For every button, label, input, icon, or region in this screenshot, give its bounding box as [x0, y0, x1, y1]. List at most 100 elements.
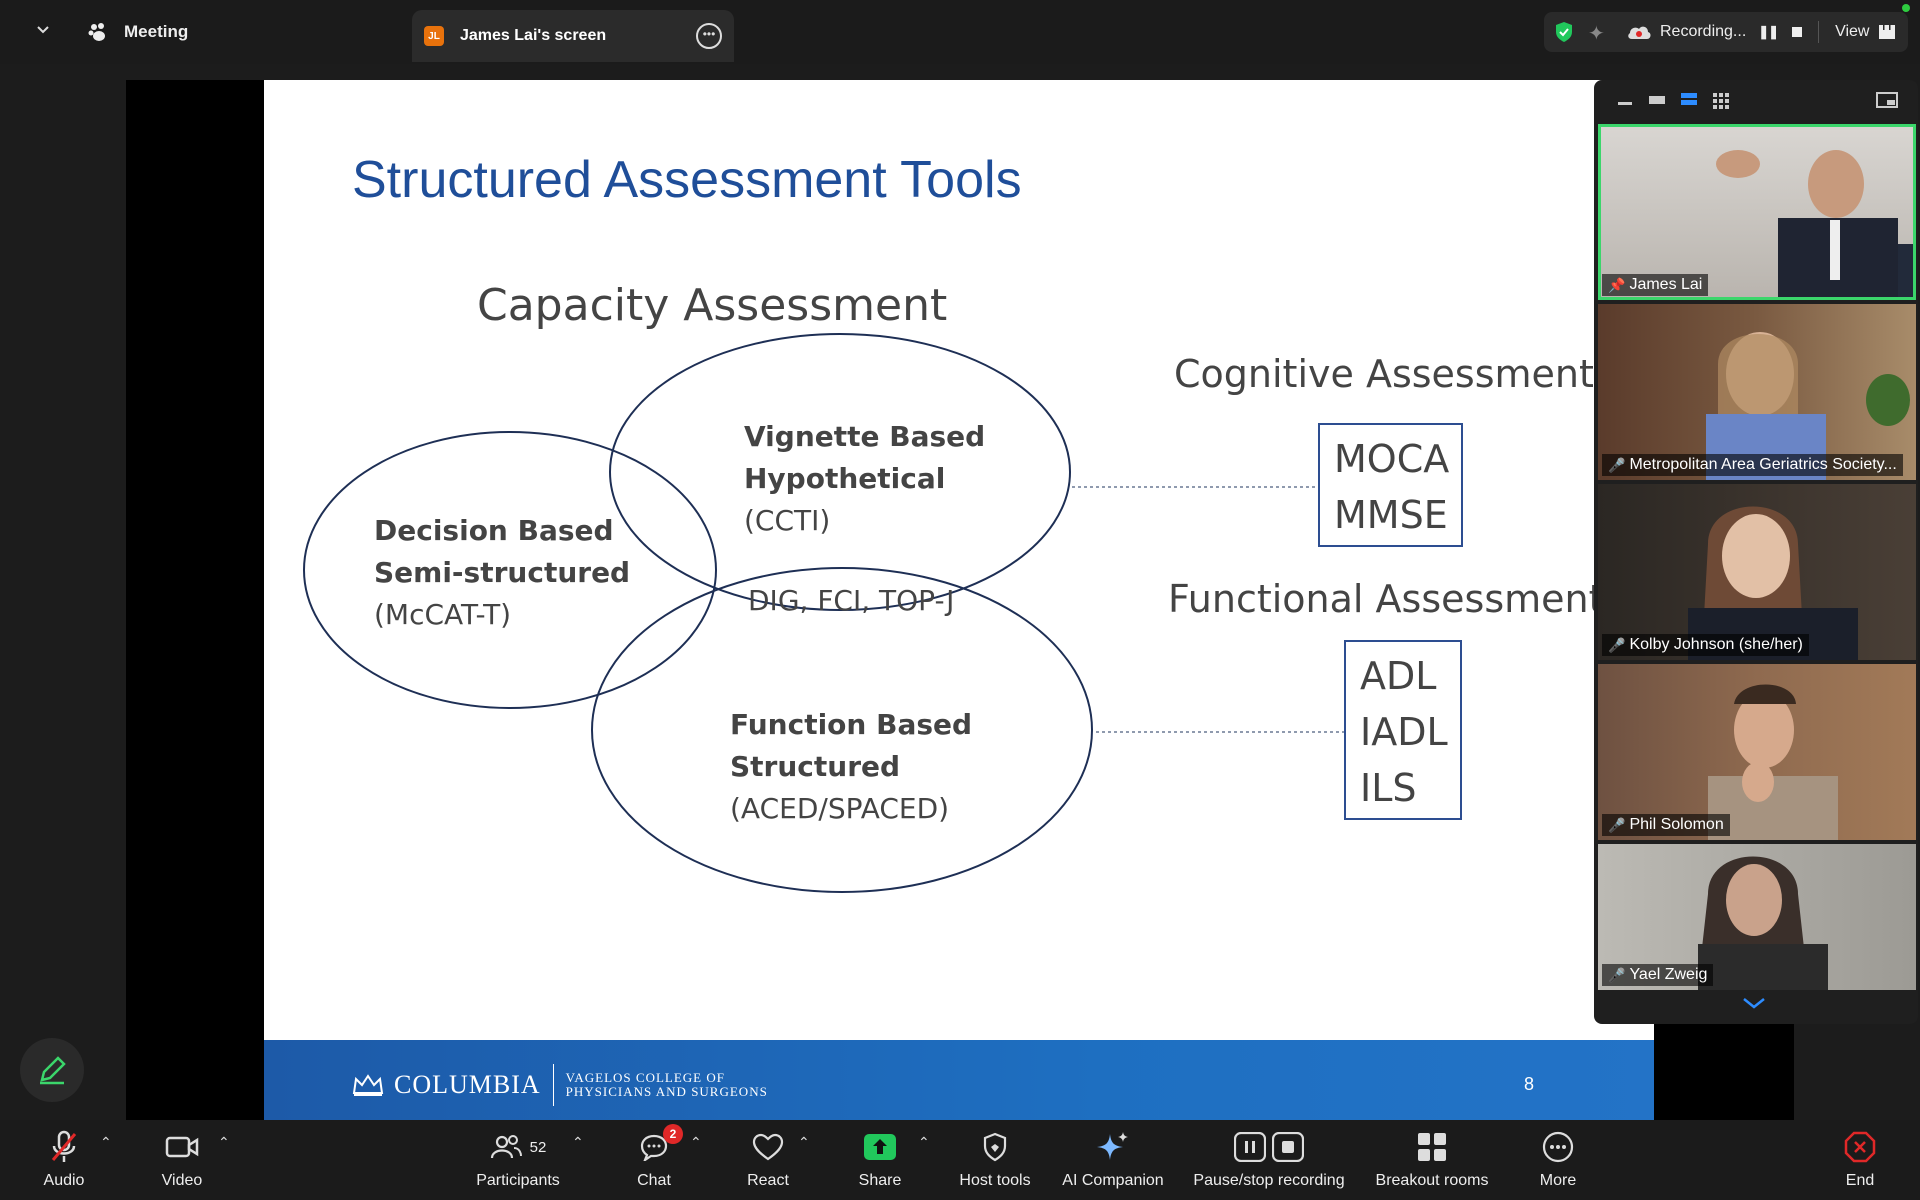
gallery-view-icon[interactable] — [1712, 92, 1730, 110]
breakout-rooms-icon — [1418, 1133, 1446, 1161]
bottom-toolbar: Audio ⌃ Video ⌃ 52 Participants ⌃ 2 Chat… — [0, 1120, 1920, 1200]
function-line2: Structured — [730, 750, 901, 783]
share-button[interactable]: Share — [848, 1120, 912, 1200]
muted-mic-icon: 🎤 — [1608, 456, 1626, 473]
more-button[interactable]: More — [1526, 1120, 1590, 1200]
host-tools-label: Host tools — [959, 1172, 1031, 1189]
college-line1: VAGELOS COLLEGE OF — [565, 1070, 725, 1085]
slide: Structured Assessment Tools Capacity Ass… — [264, 80, 1654, 1122]
ai-companion-button[interactable]: AI Companion — [1054, 1120, 1172, 1200]
host-tools-button[interactable]: Host tools — [950, 1120, 1040, 1200]
pencil-icon — [40, 1056, 66, 1085]
speaker-view-icon[interactable] — [1648, 92, 1666, 106]
view-button-label[interactable]: View — [1835, 23, 1870, 40]
audio-label: Audio — [43, 1172, 85, 1189]
participants-label: Participants — [476, 1172, 560, 1189]
participant-name: Phil Solomon — [1629, 816, 1724, 833]
chat-caret-icon[interactable]: ⌃ — [690, 1134, 702, 1150]
overlap-label: DIG, FCI, TOP-J — [748, 580, 954, 622]
react-caret-icon[interactable]: ⌃ — [798, 1134, 810, 1150]
divider — [552, 1064, 554, 1106]
vignette-label: Vignette Based Hypothetical (CCTI) — [744, 416, 985, 542]
participants-icon — [490, 1135, 522, 1159]
share-screen-icon — [864, 1134, 896, 1160]
more-options-icon[interactable]: ••• — [696, 23, 722, 49]
chevron-down-icon[interactable] — [1742, 996, 1766, 1010]
vignette-line1: Vignette Based — [744, 420, 986, 453]
functional-box: ADL IADL ILS — [1344, 640, 1462, 820]
college-line2: PHYSICIANS AND SURGEONS — [565, 1084, 768, 1099]
decision-line3: (McCAT-T) — [374, 598, 512, 631]
grid-view-icon[interactable] — [1879, 25, 1896, 39]
participants-caret-icon[interactable]: ⌃ — [572, 1134, 584, 1150]
panel-toolbar — [1594, 80, 1918, 120]
participant-name: Yael Zweig — [1629, 966, 1708, 983]
breakout-rooms-button[interactable]: Breakout rooms — [1370, 1120, 1494, 1200]
crown-icon — [352, 1074, 384, 1096]
minimize-icon[interactable] — [1616, 92, 1634, 106]
slide-page-number: 8 — [1524, 1074, 1535, 1094]
video-panel: 📌James Lai 🎤Metropolitan Area Geriatrics… — [1594, 80, 1918, 1024]
tab-meeting-label: Meeting — [124, 22, 189, 41]
capacity-title: Capacity Assessment — [477, 280, 948, 331]
chat-label: Chat — [637, 1172, 671, 1189]
breakout-label: Breakout rooms — [1375, 1172, 1489, 1189]
participants-button[interactable]: 52 Participants — [466, 1120, 570, 1200]
react-button[interactable]: React — [736, 1120, 800, 1200]
more-label: More — [1539, 1172, 1577, 1189]
video-caret-icon[interactable]: ⌃ — [218, 1134, 230, 1150]
functional-item: IADL — [1360, 710, 1448, 754]
share-caret-icon[interactable]: ⌃ — [918, 1134, 930, 1150]
cognitive-box: MOCA MMSE — [1318, 423, 1464, 547]
chat-bubble-icon — [640, 1134, 668, 1161]
end-button[interactable]: End — [1830, 1120, 1890, 1200]
end-meeting-icon — [1844, 1131, 1876, 1163]
participant-video — [1698, 856, 1828, 990]
more-icon — [1542, 1131, 1574, 1163]
chat-button[interactable]: 2 Chat — [622, 1120, 686, 1200]
audio-button[interactable]: Audio — [32, 1120, 96, 1200]
tab-meeting[interactable]: Meeting — [88, 14, 188, 50]
ellipse-vignette — [609, 333, 1071, 611]
cognitive-item: MOCA — [1334, 437, 1450, 481]
pause-icon[interactable]: ❚❚ — [1758, 24, 1779, 39]
ellipse-function — [591, 567, 1093, 893]
tab-shared-screen[interactable]: JL James Lai's screen ••• — [412, 10, 734, 62]
participant-video — [1708, 684, 1838, 840]
ai-sparkle-icon — [1097, 1132, 1128, 1160]
audio-caret-icon[interactable]: ⌃ — [100, 1134, 112, 1150]
annotate-button[interactable] — [20, 1038, 84, 1102]
stop-icon[interactable] — [1792, 27, 1803, 37]
pause-icon — [1234, 1132, 1266, 1162]
cognitive-title: Cognitive Assessments — [1174, 352, 1614, 396]
function-line3: (ACED/SPACED) — [730, 792, 950, 825]
decision-label: Decision Based Semi-structured (McCAT-T) — [374, 510, 630, 636]
muted-mic-icon: 🎤 — [1608, 636, 1626, 653]
cloud-record-icon — [1628, 26, 1651, 39]
video-tile-phil-solomon[interactable]: 🎤Phil Solomon — [1598, 664, 1916, 840]
functional-item: ILS — [1360, 766, 1417, 810]
vignette-line2: Hypothetical — [744, 462, 946, 495]
participant-name: James Lai — [1629, 276, 1703, 293]
participant-name-tag: 🎤Kolby Johnson (she/her) — [1602, 634, 1809, 656]
slide-title: Structured Assessment Tools — [352, 151, 1022, 209]
video-label: Video — [161, 1172, 203, 1189]
sparkle-icon[interactable]: ✦ — [1588, 23, 1605, 45]
recording-status-group: ✦ Recording... ❚❚ View — [1544, 12, 1908, 52]
chevron-down-icon[interactable] — [30, 22, 56, 42]
participant-name-tag: 🎤Yael Zweig — [1602, 964, 1714, 986]
pop-out-icon[interactable] — [1876, 92, 1898, 108]
shield-check-icon[interactable] — [1554, 21, 1574, 43]
paw-icon — [88, 23, 105, 41]
participant-name: Kolby Johnson (she/her) — [1629, 636, 1803, 653]
video-tile-james-lai[interactable]: 📌James Lai — [1598, 124, 1916, 300]
video-tile-kolby-johnson[interactable]: 🎤Kolby Johnson (she/her) — [1598, 484, 1916, 660]
video-tile-metro-geriatrics[interactable]: 🎤Metropolitan Area Geriatrics Society... — [1598, 304, 1916, 480]
video-button[interactable]: Video — [150, 1120, 214, 1200]
strip-view-icon[interactable] — [1680, 92, 1698, 106]
columbia-logo: COLUMBIA VAGELOS COLLEGE OF PHYSICIANS A… — [352, 1064, 768, 1106]
recording-label: Recording... — [1660, 23, 1747, 40]
video-tile-yael-zweig[interactable]: 🎤Yael Zweig — [1598, 844, 1916, 990]
overlap-text: DIG, FCI, TOP-J — [748, 584, 955, 617]
pause-stop-recording-button[interactable]: Pause/stop recording — [1186, 1120, 1352, 1200]
